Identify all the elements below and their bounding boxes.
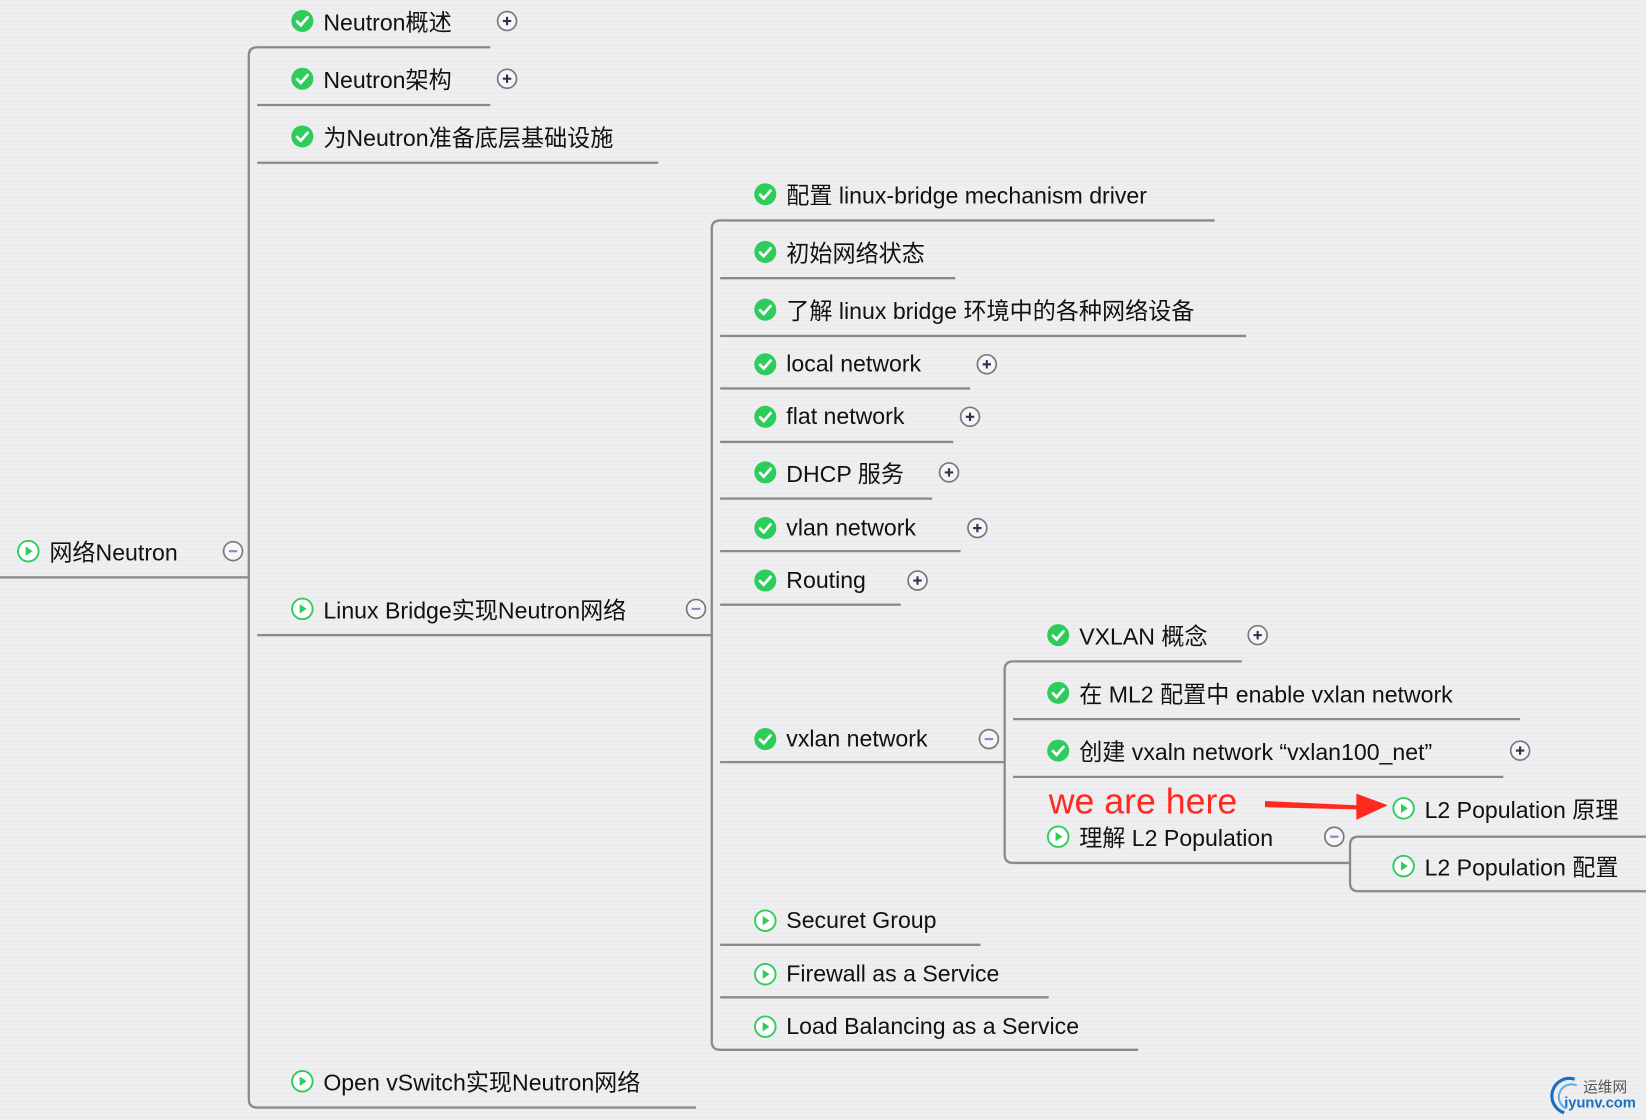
check-circle-icon (754, 405, 777, 428)
node-overview[interactable]: Neutron概述 (323, 9, 452, 36)
play-circle-icon (1392, 797, 1415, 820)
check-circle-icon (291, 125, 314, 148)
node-infra[interactable]: 为Neutron准备底层基础设施 (323, 124, 614, 152)
node-architecture[interactable]: Neutron架构 (323, 67, 452, 94)
node-lbaas[interactable]: Load Balancing as a Service (786, 1013, 1080, 1040)
check-circle-icon (754, 569, 777, 592)
node-create-vxlan[interactable]: 创建 vxaln network “vxlan100_net” (1079, 739, 1433, 766)
expand-plus-icon[interactable] (496, 68, 518, 90)
bracket-line (1348, 835, 1359, 893)
check-circle-icon (754, 461, 777, 484)
expand-plus-icon[interactable] (959, 406, 981, 428)
expand-plus-icon[interactable] (976, 353, 998, 375)
node-initial-state[interactable]: 初始网络状态 (786, 240, 925, 267)
red-arrow-icon (1265, 793, 1388, 820)
play-circle-icon (1392, 854, 1415, 878)
bracket-line (1003, 660, 1014, 865)
node-vxlan-network[interactable]: vxlan network (786, 725, 928, 752)
node-dhcp[interactable]: DHCP 服务 (786, 460, 904, 488)
node-l2pop-config[interactable]: L2 Population 配置 (1424, 854, 1619, 881)
collapse-minus-icon[interactable] (685, 598, 707, 620)
annotation-we-are-here: we are here (1048, 782, 1238, 822)
bracket-line (247, 46, 258, 1109)
play-circle-icon (754, 962, 777, 986)
check-circle-icon (1047, 681, 1070, 704)
check-circle-icon (291, 9, 314, 33)
play-circle-icon (754, 1015, 777, 1038)
check-circle-icon (754, 240, 777, 263)
collapse-minus-icon[interactable] (978, 728, 1000, 750)
check-circle-icon (754, 728, 777, 751)
watermark-cn: 运维网 (1583, 1078, 1628, 1095)
watermark-logo: 运维网 iyunv.com (1543, 1073, 1644, 1115)
check-circle-icon (754, 353, 777, 376)
play-circle-icon (754, 909, 777, 932)
collapse-minus-icon[interactable] (222, 540, 244, 562)
expand-plus-icon[interactable] (496, 10, 518, 32)
check-circle-icon (1047, 739, 1070, 762)
node-l2pop-principle[interactable]: L2 Population 原理 (1424, 796, 1619, 824)
check-circle-icon (754, 517, 777, 540)
expand-plus-icon[interactable] (907, 570, 928, 591)
expand-plus-icon[interactable] (938, 462, 960, 483)
bracket-line (710, 219, 721, 1051)
check-circle-icon (754, 183, 777, 206)
node-flat-network[interactable]: flat network (786, 403, 905, 430)
expand-plus-icon[interactable] (1247, 624, 1268, 646)
collapse-minus-icon[interactable] (1324, 826, 1345, 847)
node-l2pop[interactable]: 理解 L2 Population (1079, 825, 1274, 852)
node-root[interactable]: 网络Neutron (49, 539, 178, 566)
logo-swirl-icon (1550, 1076, 1578, 1115)
check-circle-icon (754, 298, 777, 321)
node-vxlan-concept[interactable]: VXLAN 概念 (1079, 623, 1208, 650)
expand-plus-icon[interactable] (1509, 740, 1531, 761)
node-local-network[interactable]: local network (786, 350, 922, 377)
node-vlan-network[interactable]: vlan network (786, 514, 916, 541)
check-circle-icon (1047, 624, 1070, 647)
node-fwaas[interactable]: Firewall as a Service (786, 960, 1000, 987)
play-circle-icon (17, 539, 40, 563)
expand-plus-icon[interactable] (967, 517, 988, 539)
node-lb-driver[interactable]: 配置 linux-bridge mechanism driver (786, 182, 1147, 209)
node-ml2-enable[interactable]: 在 ML2 配置中 enable vxlan network (1079, 681, 1453, 708)
play-circle-icon (291, 1070, 314, 1093)
node-ovs[interactable]: Open vSwitch实现Neutron网络 (323, 1069, 641, 1096)
node-lb-devices[interactable]: 了解 linux bridge 环境中的各种网络设备 (786, 298, 1195, 325)
check-circle-icon (291, 67, 314, 90)
watermark-en: iyunv.com (1564, 1093, 1636, 1111)
node-linux-bridge[interactable]: Linux Bridge实现Neutron网络 (323, 597, 627, 624)
node-routing[interactable]: Routing (786, 566, 866, 594)
node-secure-group[interactable]: Securet Group (786, 907, 937, 934)
play-circle-icon (1046, 825, 1070, 848)
play-circle-icon (291, 597, 314, 621)
